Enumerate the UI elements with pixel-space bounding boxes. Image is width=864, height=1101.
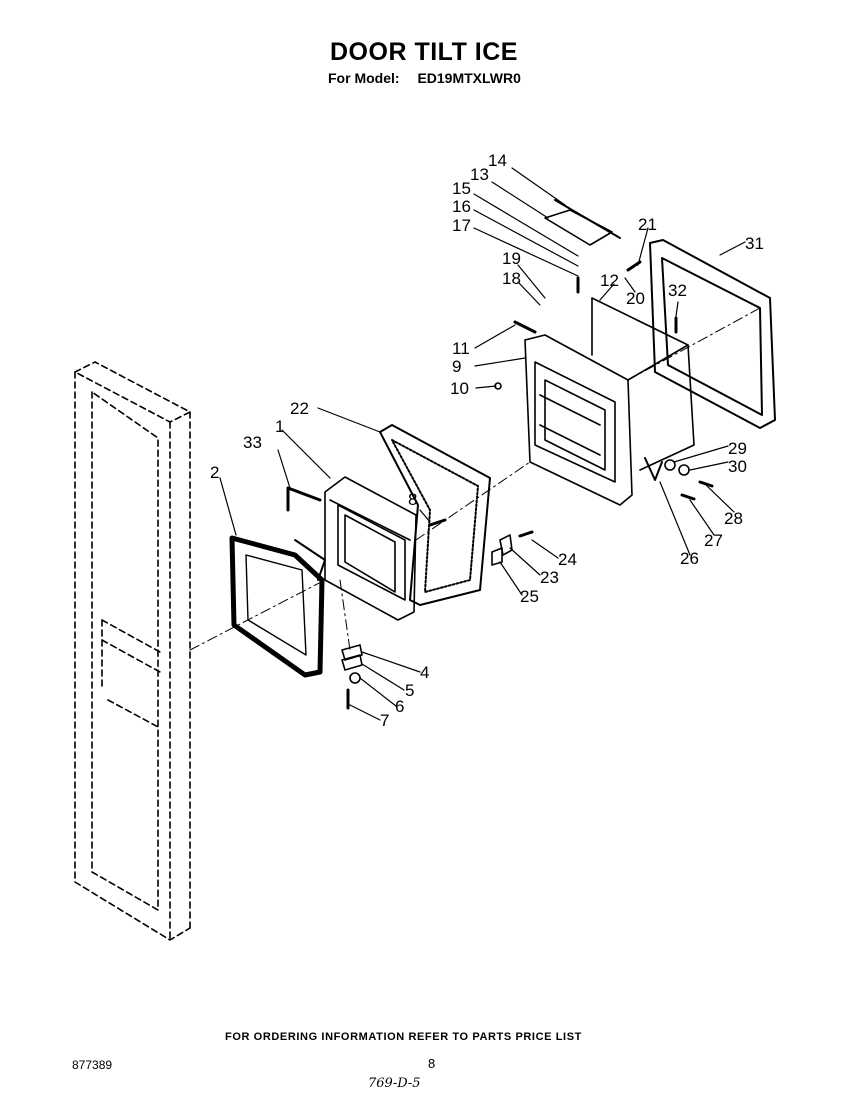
callout-1: 1 [275, 417, 284, 436]
part-4-5-plates [341, 644, 363, 671]
page-number: 8 [428, 1056, 436, 1071]
callout-17: 17 [452, 216, 471, 235]
part-2-liner [229, 535, 325, 678]
callout-4: 4 [420, 663, 429, 682]
part-31-cover [649, 239, 776, 429]
part-26-hinge [644, 457, 663, 481]
callout-13: 13 [470, 165, 489, 184]
model-value: ED19MTXLWR0 [417, 70, 521, 86]
part-1-housing [324, 476, 417, 621]
callout-10: 10 [450, 379, 469, 398]
ordering-note: FOR ORDERING INFORMATION REFER TO PARTS … [225, 1031, 582, 1043]
callout-2: 2 [210, 463, 219, 482]
callout-12: 12 [600, 271, 619, 290]
callout-16: 16 [452, 197, 471, 216]
part-25-clip [491, 547, 503, 566]
part-8-screw [428, 518, 447, 527]
door-outline [74, 361, 191, 941]
part-2-inner [245, 554, 307, 656]
callout-6: 6 [395, 697, 404, 716]
callout-25: 25 [520, 587, 539, 606]
callout-21: 21 [638, 215, 657, 234]
part-24-screw [518, 530, 534, 538]
callout-22: 22 [290, 399, 309, 418]
part-12-back-panel [591, 297, 695, 471]
callout-20: 20 [626, 289, 645, 308]
callout-32: 32 [668, 281, 687, 300]
callout-28: 28 [724, 509, 743, 528]
callout-27: 27 [704, 531, 723, 550]
callout-30: 30 [728, 457, 747, 476]
part-28-screw [698, 480, 714, 488]
callout-5: 5 [405, 681, 414, 700]
callout-19: 19 [502, 249, 521, 268]
model-label: For Model: [328, 70, 400, 86]
model-line: For Model: ED19MTXLWR0 [328, 70, 521, 86]
part-22-gasket [379, 424, 491, 606]
doc-number: 877389 [72, 1058, 113, 1072]
callout-labels: 14 13 15 16 17 19 18 21 12 20 31 32 11 9… [210, 151, 764, 730]
callout-15: 15 [452, 179, 471, 198]
part-9-frame [524, 334, 633, 506]
callout-23: 23 [540, 568, 559, 587]
callout-7: 7 [380, 711, 389, 730]
part-33-hex-key [286, 486, 322, 512]
page-title: DOOR TILT ICE [330, 38, 518, 66]
callout-11: 11 [452, 339, 470, 358]
callout-29: 29 [728, 439, 747, 458]
callout-8: 8 [408, 490, 417, 509]
callout-33: 33 [243, 433, 262, 452]
callout-18: 18 [502, 269, 521, 288]
part-30-washer [678, 464, 690, 476]
part-27-screw [680, 493, 696, 501]
callout-14: 14 [488, 151, 507, 170]
part-13-trim [544, 209, 613, 246]
part-11-screw [513, 320, 537, 334]
part-29-washer [664, 459, 676, 471]
callout-31: 31 [745, 234, 764, 253]
callout-24: 24 [558, 550, 577, 569]
callout-9: 9 [452, 357, 461, 376]
callout-26: 26 [680, 549, 699, 568]
part-6-washer [349, 672, 361, 684]
handwritten-note: 769-D-5 [368, 1076, 421, 1091]
